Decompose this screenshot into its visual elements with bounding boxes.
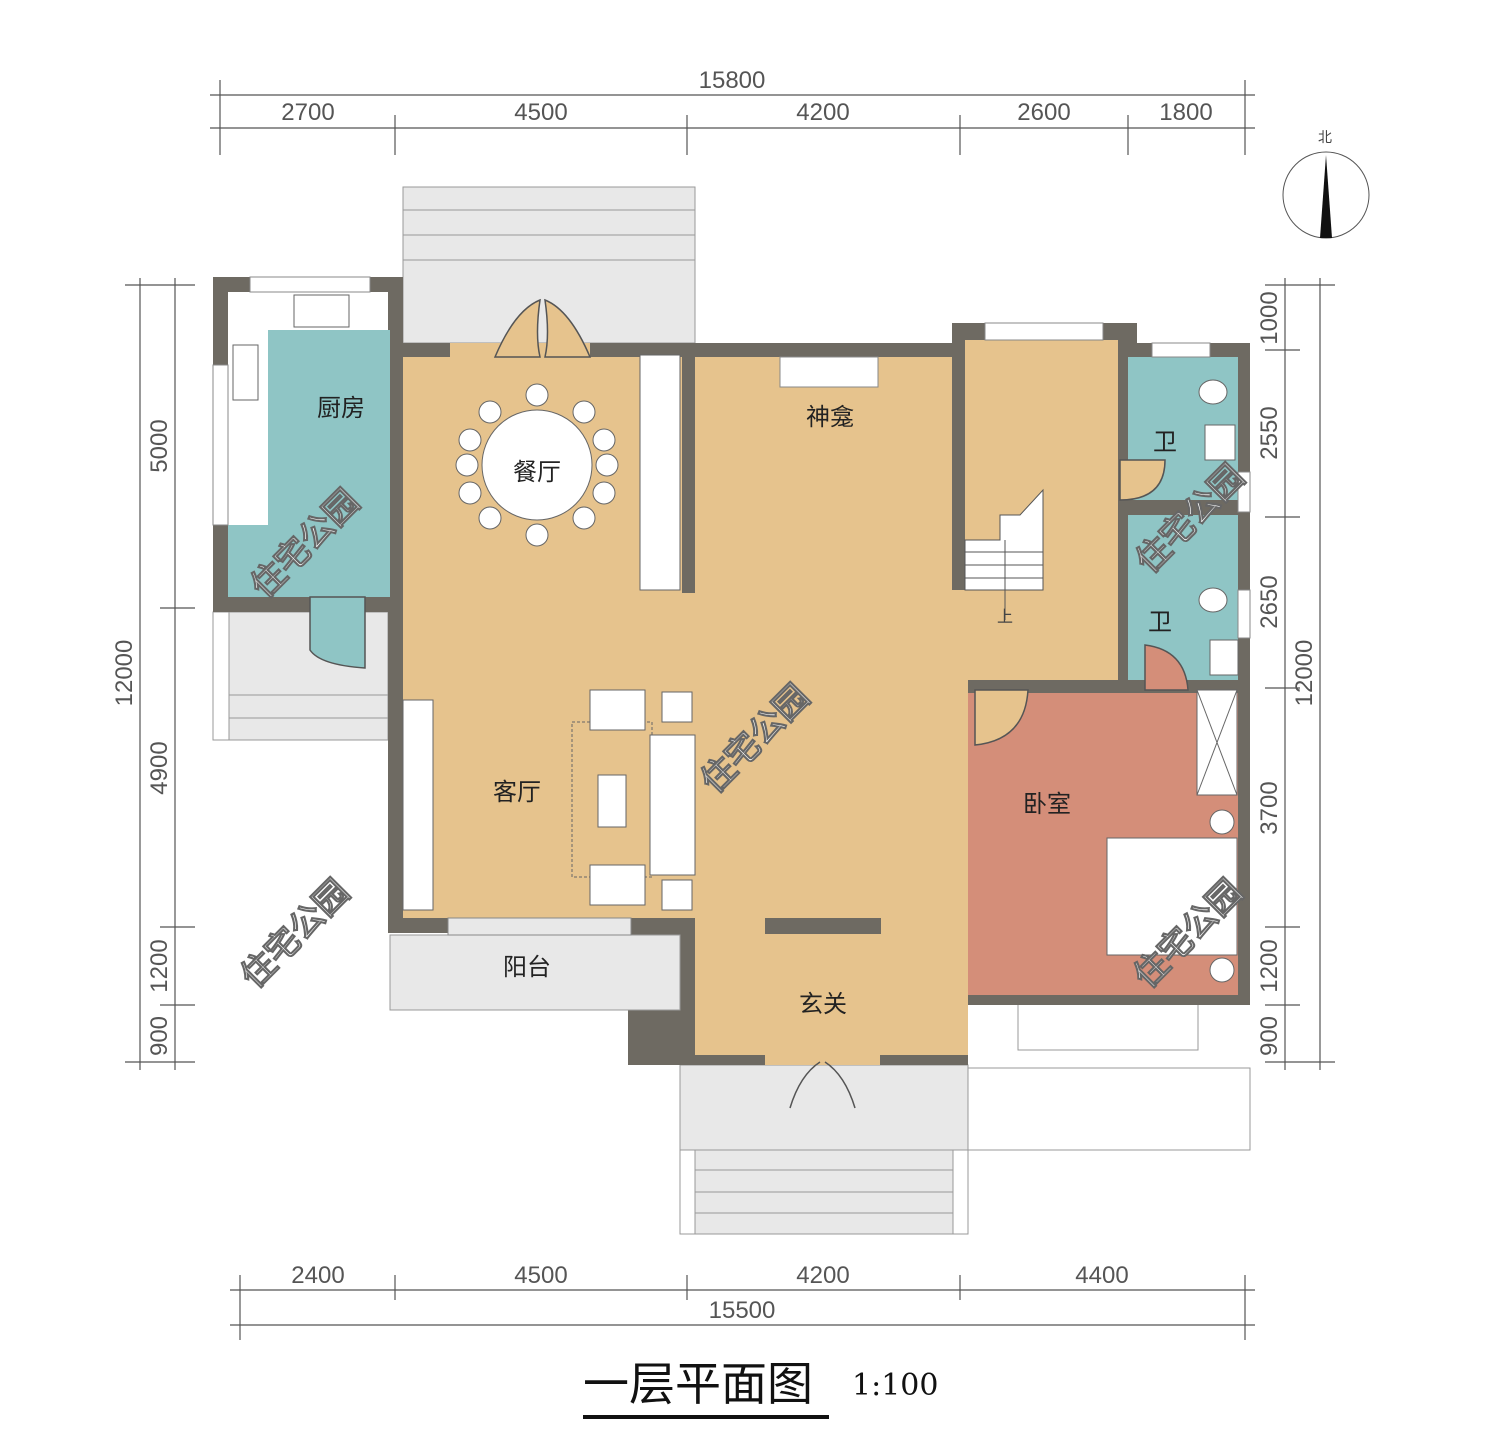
dining-table <box>455 383 619 547</box>
kitchen-counters <box>232 294 350 401</box>
label-shrine: 神龛 <box>806 403 854 431</box>
label-kitchen: 厨房 <box>317 394 365 422</box>
dim-left-total: 12000 <box>111 640 138 707</box>
windows <box>212 276 1251 1065</box>
dim-top-2: 4500 <box>514 99 567 126</box>
watermark-3: 住宅公园 <box>233 872 357 996</box>
label-foyer: 玄关 <box>799 990 847 1018</box>
dim-top-1: 2700 <box>281 99 334 126</box>
tv-cabinet <box>402 699 434 911</box>
dim-top-4: 2600 <box>1017 99 1070 126</box>
label-balcony: 阳台 <box>503 953 551 981</box>
dim-top-total: 15800 <box>699 67 766 94</box>
bay-window <box>1017 999 1199 1051</box>
title-underline <box>583 1415 829 1419</box>
sofa-set <box>571 689 696 911</box>
dim-bottom-1: 2400 <box>291 1262 344 1289</box>
dim-left-1: 5000 <box>146 419 173 472</box>
label-living: 客厅 <box>493 778 541 806</box>
bedroom-furniture <box>1106 689 1238 983</box>
dimension-lines <box>125 80 1335 1340</box>
dining-cabinet <box>639 354 681 591</box>
side-terrace <box>967 1067 1251 1151</box>
dim-bottom-total: 15500 <box>709 1297 776 1324</box>
label-bath-2: 卫 <box>1148 608 1172 636</box>
partitions <box>682 340 1243 934</box>
dim-right-5: 1200 <box>1256 939 1283 992</box>
label-bedroom: 卧室 <box>1023 790 1071 818</box>
north-arrow: 北 <box>1282 130 1370 239</box>
stair <box>964 488 1044 620</box>
dim-bottom-2: 4500 <box>514 1262 567 1289</box>
label-dining: 餐厅 <box>513 458 561 486</box>
dim-right-1: 1000 <box>1256 291 1283 344</box>
dim-right-total: 12000 <box>1291 640 1318 707</box>
dim-right-6: 900 <box>1256 1016 1283 1056</box>
dim-right-3: 2650 <box>1256 575 1283 628</box>
dim-right-4: 3700 <box>1256 781 1283 834</box>
dim-bottom-4: 4400 <box>1075 1262 1128 1289</box>
dim-top-3: 4200 <box>796 99 849 126</box>
balcony-floor <box>389 934 681 1011</box>
dim-left-3: 1200 <box>146 939 173 992</box>
north-label: 北 <box>1318 130 1332 146</box>
doors <box>309 298 1189 1109</box>
front-porch <box>679 1064 969 1235</box>
label-bath-1: 卫 <box>1153 428 1177 456</box>
dim-left-4: 900 <box>146 1016 173 1056</box>
kitchen-wet-floor <box>228 330 390 597</box>
dim-left-2: 4900 <box>146 741 173 794</box>
plan-scale: 1:100 <box>852 1368 938 1403</box>
dim-bottom-3: 4200 <box>796 1262 849 1289</box>
plan-title: 一层平面图 <box>583 1357 813 1411</box>
bath-fixtures <box>1198 379 1239 676</box>
dim-top-5: 1800 <box>1159 99 1212 126</box>
dim-right-2: 2550 <box>1256 406 1283 459</box>
label-stair-up: 上 <box>997 607 1013 626</box>
